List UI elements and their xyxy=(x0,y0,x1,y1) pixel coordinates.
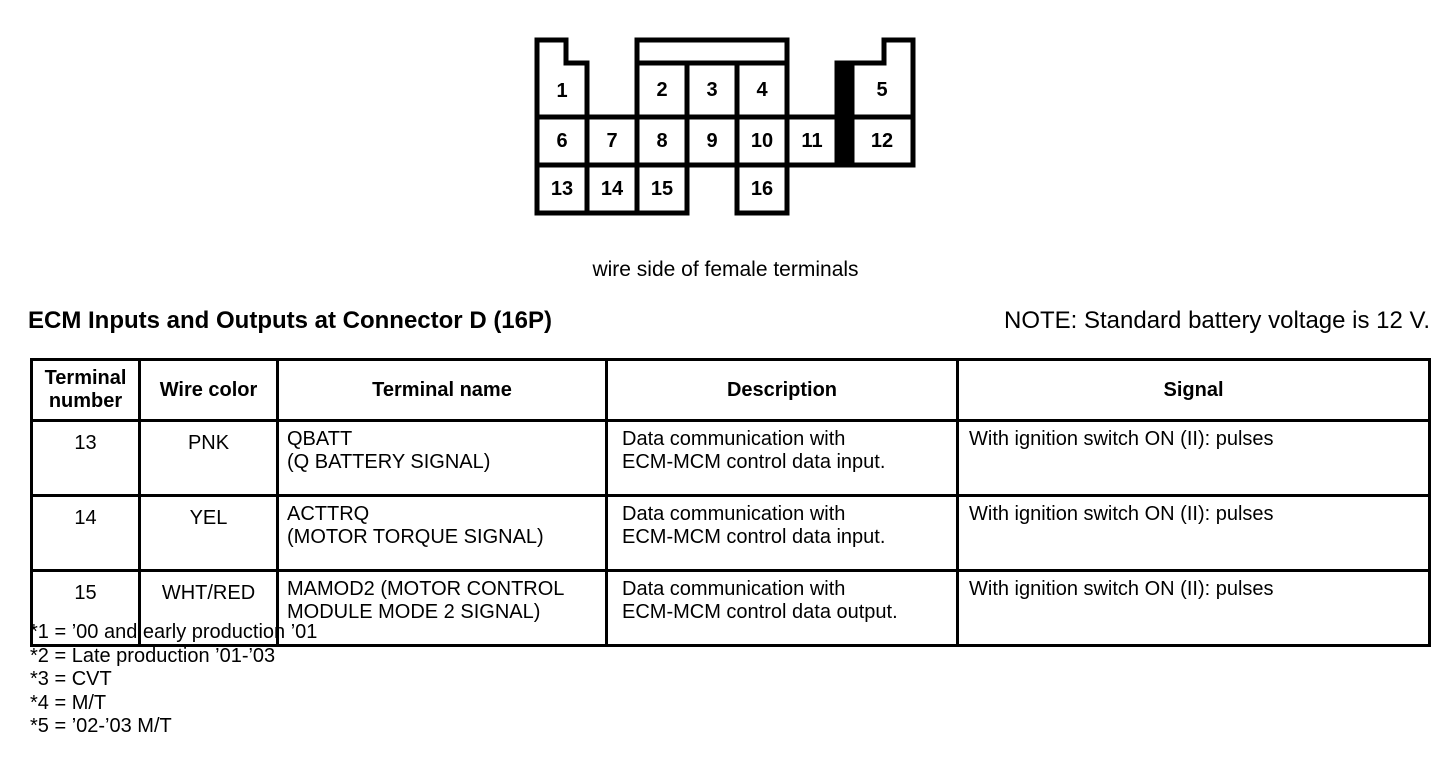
terminal-label: 9 xyxy=(706,130,717,152)
col-header-description: Description xyxy=(605,358,959,422)
footnote-line: *1 = ’00 and early production ’01 xyxy=(30,621,318,643)
footnote-line: *4 = M/T xyxy=(30,691,107,714)
terminal-label: 11 xyxy=(801,130,822,152)
connector-diagram: 1 2 3 4 5 6 7 8 9 10 11 12 13 14 15 16 xyxy=(534,37,916,216)
cell-signal: With ignition switch ON (II): pulses xyxy=(956,569,1431,647)
cell-terminal-number: 15 xyxy=(30,569,141,647)
table-row: 15 WHT/RED MAMOD2 (MOTOR CONTROL MODULE … xyxy=(30,569,1431,647)
cell-terminal-name: ACTTRQ (MOTOR TORQUE SIGNAL) xyxy=(276,494,608,572)
terminal-cell-15 xyxy=(634,162,690,216)
terminal-label: 6 xyxy=(556,130,567,152)
battery-note: NOTE: Standard battery voltage is 12 V. xyxy=(1003,307,1430,334)
col-header-signal: Signal xyxy=(956,358,1431,422)
terminal-label: 1 xyxy=(556,80,567,102)
cell-signal: With ignition switch ON (II): pulses xyxy=(956,494,1431,572)
cell-terminal-number: 14 xyxy=(30,494,141,572)
connector-key-block xyxy=(834,60,855,168)
terminal-label: 5 xyxy=(876,79,887,101)
col-header-wire-color: Wire color xyxy=(138,358,279,422)
terminal-cell-11 xyxy=(784,114,840,168)
cell-wire-color: PNK xyxy=(138,419,279,497)
cell-signal: With ignition switch ON (II): pulses xyxy=(956,419,1431,497)
table-row: 13 PNK QBATT (Q BATTERY SIGNAL) Data com… xyxy=(30,419,1431,497)
terminal-cell-1 xyxy=(534,37,590,120)
connector-top-bar xyxy=(634,37,790,66)
terminal-cell-16 xyxy=(734,162,790,216)
terminal-label: 4 xyxy=(756,79,768,101)
cell-terminal-name: MAMOD2 (MOTOR CONTROL MODULE MODE 2 SIGN… xyxy=(276,569,608,647)
terminal-label: 10 xyxy=(751,130,773,152)
footnotes: *1 = ’00 and early production ’01 *2 = L… xyxy=(30,621,317,739)
cell-terminal-name: QBATT (Q BATTERY SIGNAL) xyxy=(276,419,608,497)
footnote-line: *2 = Late production ’01-’03 xyxy=(30,644,276,667)
terminal-label: 3 xyxy=(706,79,717,101)
pinout-table: Terminal number Wire color Terminal name… xyxy=(30,358,1431,647)
terminal-cell-9 xyxy=(684,114,740,168)
table-row: 14 YEL ACTTRQ (MOTOR TORQUE SIGNAL) Data… xyxy=(30,494,1431,572)
terminal-label: 12 xyxy=(871,130,893,152)
cell-terminal-number: 13 xyxy=(30,419,141,497)
cell-wire-color: WHT/RED xyxy=(138,569,279,647)
footnote-line: *5 = ’02-’03 M/T xyxy=(30,715,172,737)
connector-caption: wire side of female terminals xyxy=(592,258,859,281)
terminal-label: 2 xyxy=(656,79,667,101)
terminal-label: 15 xyxy=(651,178,673,200)
terminal-label: 16 xyxy=(751,178,773,200)
cell-description: Data communication with ECM-MCM control … xyxy=(605,569,959,647)
terminal-label: 14 xyxy=(601,178,624,200)
cell-description: Data communication with ECM-MCM control … xyxy=(605,494,959,572)
col-header-terminal-number: Terminal number xyxy=(30,358,141,422)
section-title: ECM Inputs and Outputs at Connector D (1… xyxy=(28,307,553,334)
cell-description: Data communication with ECM-MCM control … xyxy=(605,419,959,497)
terminal-label: 13 xyxy=(551,178,573,200)
footnote-line: *3 = CVT xyxy=(30,668,112,690)
col-header-terminal-name: Terminal name xyxy=(276,358,608,422)
terminal-cell-8 xyxy=(634,114,690,168)
table-header-row: Terminal number Wire color Terminal name… xyxy=(30,358,1431,422)
terminal-label: 8 xyxy=(656,130,667,152)
cell-wire-color: YEL xyxy=(138,494,279,572)
terminal-label: 7 xyxy=(606,130,617,152)
